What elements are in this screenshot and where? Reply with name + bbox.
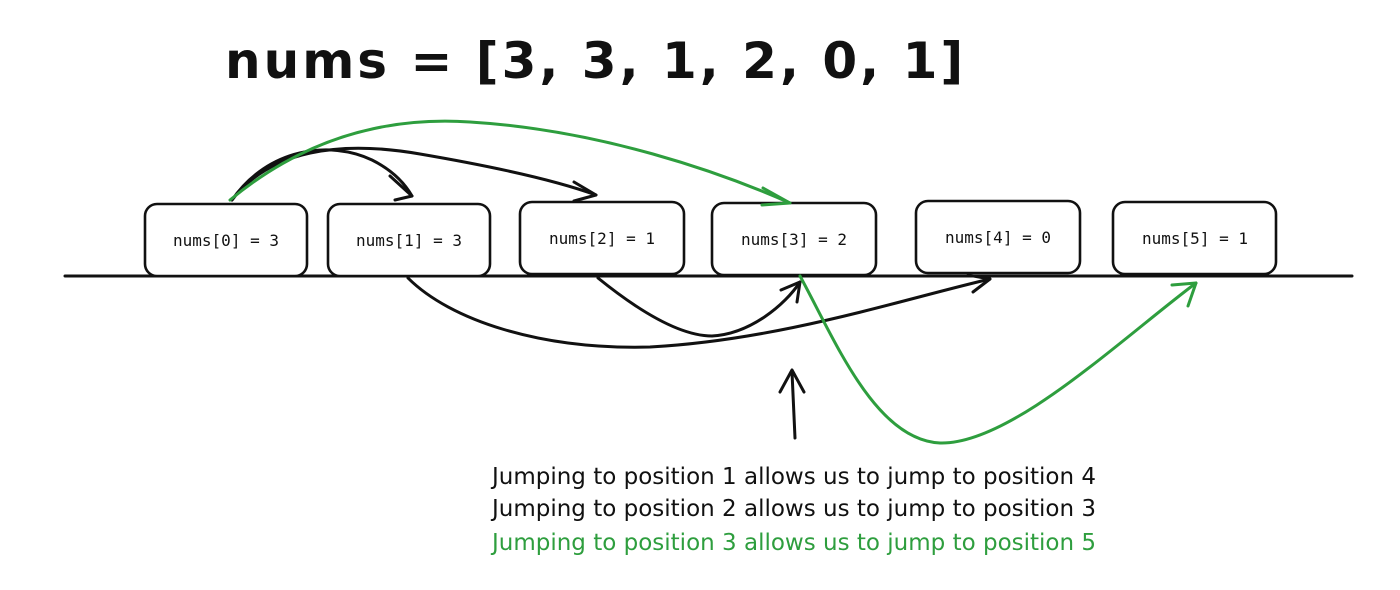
caption-position-3: Jumping to position 3 allows us to jump … <box>490 530 1096 556</box>
node-label: nums[1] = 3 <box>356 231 462 250</box>
node-label: nums[5] = 1 <box>1142 229 1248 248</box>
pointer-arrow <box>778 368 806 440</box>
node-label: nums[0] = 3 <box>173 231 279 250</box>
node-3: nums[3] = 2 <box>710 201 878 277</box>
node-1: nums[1] = 3 <box>326 202 492 278</box>
node-label: nums[3] = 2 <box>741 230 847 249</box>
edge-0-to-1 <box>230 148 414 202</box>
node-label: nums[4] = 0 <box>945 228 1051 247</box>
caption-position-2: Jumping to position 2 allows us to jump … <box>490 496 1096 522</box>
edge-2-to-3 <box>596 276 802 338</box>
edge-0-to-2 <box>230 146 598 203</box>
node-2: nums[2] = 1 <box>518 200 686 276</box>
node-5: nums[5] = 1 <box>1111 200 1278 276</box>
node-label: nums[2] = 1 <box>549 229 655 248</box>
edge-1-to-4 <box>406 273 992 349</box>
caption-position-1: Jumping to position 1 allows us to jump … <box>490 464 1096 490</box>
node-4: nums[4] = 0 <box>914 199 1082 275</box>
edge-0-to-3 <box>228 119 792 207</box>
node-0: nums[0] = 3 <box>143 202 309 278</box>
edge-3-to-5 <box>798 274 1198 445</box>
array-title: nums = [3, 3, 1, 2, 0, 1] <box>225 32 966 90</box>
